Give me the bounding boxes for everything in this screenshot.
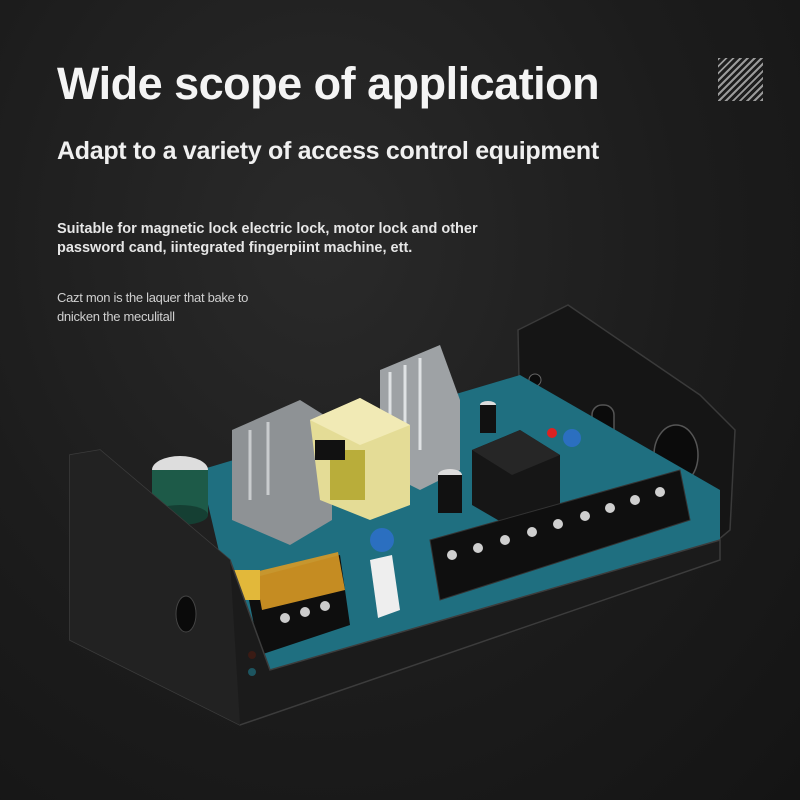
capacitor-small-body	[480, 405, 496, 433]
capacitor-body	[438, 475, 462, 513]
description-line-1: Suitable for magnetic lock electric lock…	[57, 221, 478, 237]
power-supply-product-image	[69, 304, 736, 726]
note-line-2: dnicken the meculitall	[57, 309, 175, 324]
white-connector	[370, 555, 400, 618]
note-line-1: Cazt mon is the laquer that bake to	[57, 290, 249, 305]
page-title: Wide scope of application	[57, 58, 600, 109]
description-line-2: password cand, iintegrated fingerpiint m…	[57, 240, 413, 256]
relay-block	[472, 430, 560, 530]
transformer	[310, 398, 410, 520]
description: Suitable for magnetic lock electric lock…	[57, 220, 527, 258]
led-red	[547, 428, 557, 438]
ceramic-capacitor	[563, 429, 581, 447]
ceramic-capacitor-2	[370, 528, 394, 552]
diagonal-stripes-icon	[718, 58, 763, 101]
finish-note: Cazt mon is the laquer that bake to dnic…	[57, 288, 297, 326]
terminal-block-outputs	[429, 469, 691, 601]
enclosure-front-panel	[69, 449, 721, 726]
heatsinks	[232, 345, 460, 545]
page-subtitle: Adapt to a variety of access control equ…	[57, 137, 599, 165]
